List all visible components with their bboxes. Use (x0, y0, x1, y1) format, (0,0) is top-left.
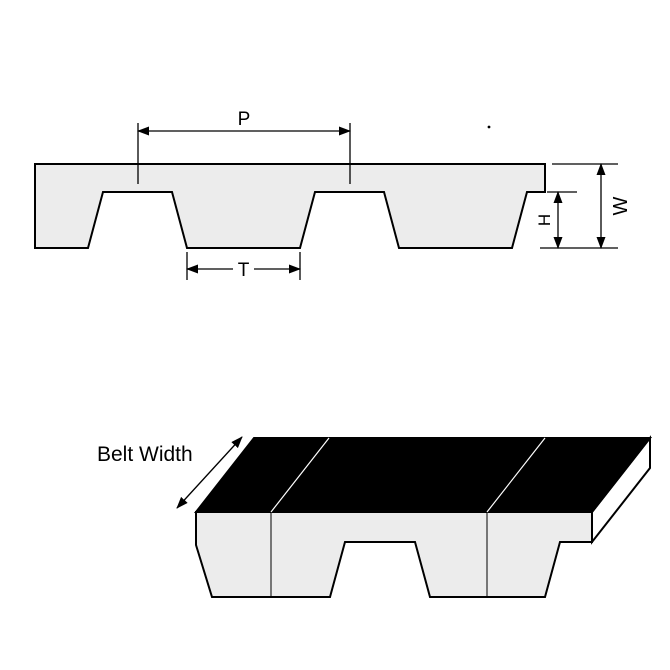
tooth-height-dimension: H (535, 191, 577, 249)
belt-isometric-view: Belt Width (97, 435, 653, 598)
belt-width-arrow (176, 436, 243, 509)
tooth-height-label: H (535, 214, 554, 226)
pitch-label: P (238, 109, 251, 130)
tooth-width-dimension: T (186, 252, 301, 281)
top-face-pitch-line (486, 437, 546, 513)
artifact-dot (487, 125, 491, 129)
tooth-width-label: T (238, 260, 250, 281)
belt-top-face (193, 437, 653, 513)
tooth-width-label-mask (233, 258, 254, 279)
top-face-pitch-line (270, 437, 330, 513)
belt-front-face (195, 511, 593, 598)
belt-width-label: Belt Width (97, 443, 193, 466)
pitch-dimension: P (137, 109, 351, 184)
belt-thickness-dimension: W (540, 163, 632, 249)
belt-profile-outline (34, 163, 546, 249)
belt-profile-view: P T H W (34, 109, 632, 281)
belt-thickness-label: W (610, 196, 632, 215)
